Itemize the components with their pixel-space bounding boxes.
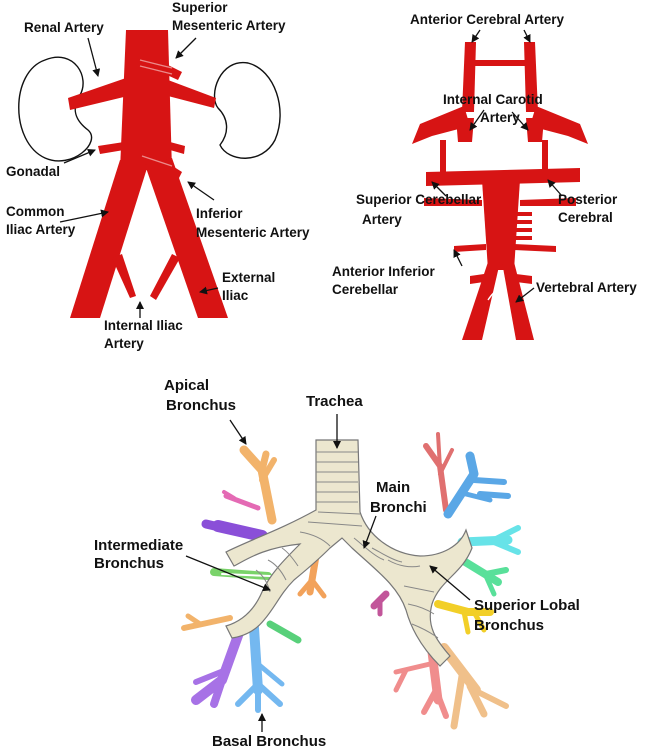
- inferior-mesenteric-label-1: Inferior: [196, 206, 243, 221]
- common-iliac-arrow: [60, 212, 108, 222]
- apical-arrow: [230, 420, 246, 444]
- vertebral-label: Vertebral Artery: [536, 280, 637, 295]
- internal-carotid-label-2: Artery: [480, 110, 520, 125]
- common-iliac-label-2: Iliac Artery: [6, 222, 76, 237]
- superior-mesenteric-label-2: Mesenteric Artery: [172, 18, 286, 33]
- internal-iliac-label-2: Artery: [104, 336, 144, 351]
- superior-mesenteric-label-1: Superior: [172, 0, 228, 15]
- anterior-inferior-arrow: [454, 250, 462, 266]
- anterior-cerebral-label: Anterior Cerebral Artery: [410, 12, 565, 27]
- apical-label-2: Bronchus: [166, 397, 236, 414]
- external-iliac-label-1: External: [222, 270, 275, 285]
- trachea-label: Trachea: [306, 393, 363, 410]
- cerebral-arteries-diagram: Anterior Cerebral Artery Internal Caroti…: [332, 12, 637, 340]
- posterior-cerebral-label-2: Cerebral: [558, 210, 613, 225]
- common-iliac-label-1: Common: [6, 204, 65, 219]
- posterior-cerebral-label-1: Posterior: [558, 192, 618, 207]
- inferior-mesenteric-label-2: Mesenteric Artery: [196, 225, 310, 240]
- anterior-cerebral-arrow-left: [472, 30, 480, 42]
- inferior-mesenteric-arrow: [188, 182, 214, 200]
- gonadal-label: Gonadal: [6, 164, 60, 179]
- superior-cerebellar-label-1: Superior Cerebellar: [356, 192, 482, 207]
- anterior-inferior-label-1: Anterior Inferior: [332, 264, 436, 279]
- anterior-cerebral-arrow-right: [524, 30, 530, 42]
- internal-iliac-label-1: Internal Iliac: [104, 318, 183, 333]
- basal-label: Basal Bronchus: [212, 733, 326, 750]
- renal-artery-label: Renal Artery: [24, 20, 104, 35]
- superior-lobal-label-2: Bronchus: [474, 617, 544, 634]
- superior-lobal-label-1: Superior Lobal: [474, 597, 580, 614]
- left-kidney: [19, 57, 92, 161]
- superior-cerebellar-label-2: Artery: [362, 212, 402, 227]
- aorta-vessels: [68, 30, 228, 318]
- cerebral-vessels: [412, 42, 588, 340]
- main-bronchi-label-2: Bronchi: [370, 499, 427, 516]
- bronchial-tree-diagram: Trachea Apical Bronchus Main Bronchi Int…: [94, 377, 580, 750]
- apical-label-1: Apical: [164, 377, 209, 394]
- main-bronchi-label-1: Main: [376, 479, 410, 496]
- renal-artery-arrow: [88, 38, 98, 76]
- internal-carotid-label-1: Internal Carotid: [443, 92, 543, 107]
- superior-mesenteric-arrow: [176, 38, 196, 58]
- right-kidney: [215, 63, 281, 159]
- external-iliac-label-2: Iliac: [222, 288, 249, 303]
- intermediate-label-1: Intermediate: [94, 537, 183, 554]
- anterior-inferior-label-2: Cerebellar: [332, 282, 399, 297]
- intermediate-label-2: Bronchus: [94, 555, 164, 572]
- abdominal-aorta-diagram: Renal Artery Superior Mesenteric Artery …: [6, 0, 310, 351]
